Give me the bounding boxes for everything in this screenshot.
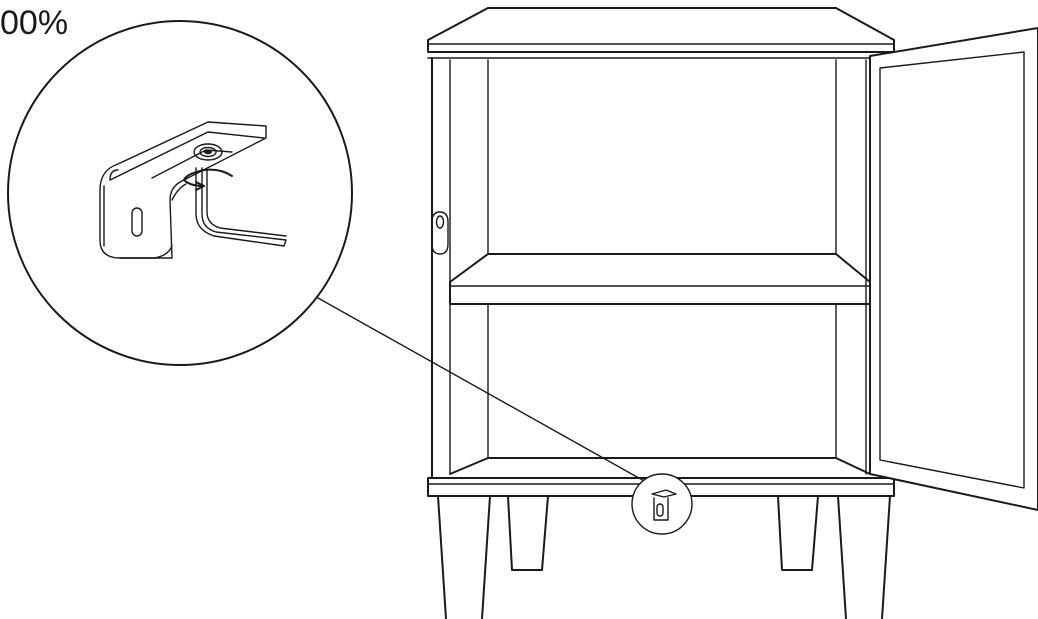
cabinet-body: [431, 57, 871, 479]
cabinet-top: [427, 7, 895, 53]
cabinet-legs: [437, 495, 891, 619]
screw-icon: [193, 143, 223, 161]
callout-leader-line: [317, 297, 647, 483]
bracket-location-marker: [631, 473, 693, 535]
detail-magnifier: [7, 20, 353, 366]
hex-key-icon: [195, 167, 287, 247]
cabinet: [427, 7, 895, 497]
wall-bracket-detail: [99, 121, 267, 259]
hinge: [431, 211, 449, 255]
bottom-shelf: [449, 457, 871, 475]
leg: [437, 495, 447, 619]
mounting-slot: [131, 207, 143, 237]
leg: [777, 495, 819, 571]
middle-shelf: [449, 253, 871, 305]
rotate-arrow-icon: [183, 168, 233, 191]
open-door: [869, 27, 1038, 511]
cabinet-plinth: [427, 477, 895, 497]
zoom-level-label: 00%: [0, 4, 69, 42]
leg: [507, 495, 549, 571]
leg: [837, 495, 847, 619]
